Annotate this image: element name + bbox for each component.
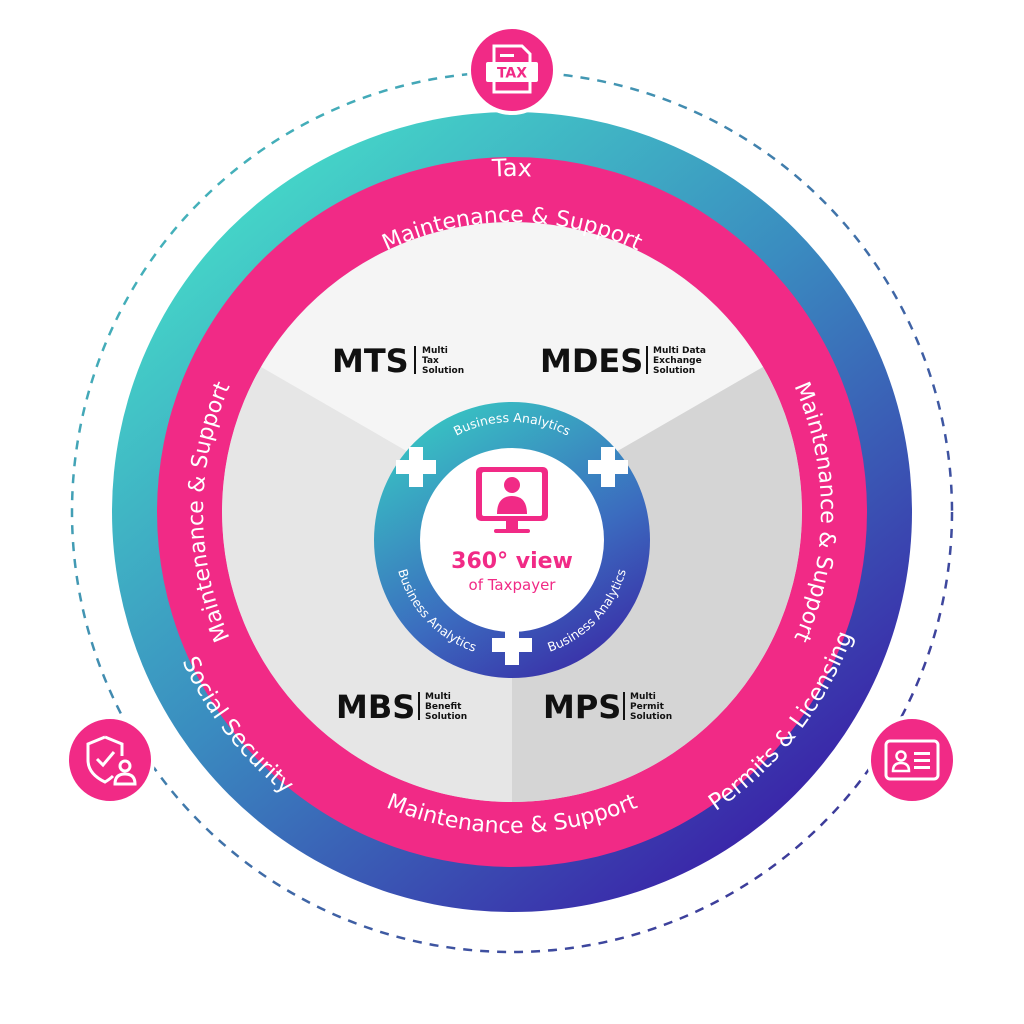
mbs-line3: Solution bbox=[425, 712, 467, 722]
mts-abbr: MTS bbox=[332, 342, 409, 380]
center-disk bbox=[420, 448, 604, 632]
mbs-line1: Multi bbox=[425, 692, 451, 702]
mts-line1: Multi bbox=[422, 346, 448, 356]
sector-top bbox=[261, 222, 763, 512]
plus-icon-left bbox=[396, 447, 436, 487]
mdes-divider bbox=[646, 346, 648, 374]
mps-line1: Multi bbox=[630, 692, 656, 702]
shield-user-icon bbox=[86, 735, 137, 786]
product-mts: MTS Multi Tax Solution bbox=[332, 342, 464, 380]
mbs-divider bbox=[418, 692, 420, 720]
product-mbs: MBS Multi Benefit Solution bbox=[336, 688, 467, 726]
monitor-user-icon bbox=[476, 467, 548, 533]
id-card-icon bbox=[884, 739, 940, 781]
permits-badge bbox=[867, 715, 957, 805]
mdes-abbr: MDES bbox=[540, 342, 643, 380]
center-headline: 360° view bbox=[451, 549, 573, 574]
product-mps: MPS Multi Permit Solution bbox=[543, 688, 672, 726]
mdes-line1: Multi Data bbox=[653, 346, 706, 356]
tax-badge-text: TAX bbox=[497, 66, 527, 82]
mps-line2: Permit bbox=[630, 702, 665, 712]
mbs-abbr: MBS bbox=[336, 688, 415, 726]
product-mdes: MDES Multi Data Exchange Solution bbox=[540, 342, 706, 380]
plus-icon-right bbox=[588, 447, 628, 487]
tax-document-icon: TAX bbox=[486, 44, 538, 94]
dashed-orbit bbox=[70, 70, 954, 954]
social-security-badge bbox=[65, 715, 155, 805]
mbs-line2: Benefit bbox=[425, 702, 462, 712]
mts-divider bbox=[414, 346, 416, 374]
mdes-line3: Solution bbox=[653, 366, 695, 376]
mdes-line2: Exchange bbox=[653, 356, 702, 366]
mps-line3: Solution bbox=[630, 712, 672, 722]
mts-line3: Solution bbox=[422, 366, 464, 376]
tax-label: Tax bbox=[490, 154, 532, 183]
mps-divider bbox=[623, 692, 625, 720]
mps-abbr: MPS bbox=[543, 688, 621, 726]
plus-connectors bbox=[396, 447, 628, 665]
mts-line2: Tax bbox=[422, 356, 439, 366]
center-subline: of Taxpayer bbox=[469, 576, 557, 594]
tax-badge: TAX bbox=[467, 25, 557, 115]
plus-icon-bottom bbox=[492, 625, 532, 665]
